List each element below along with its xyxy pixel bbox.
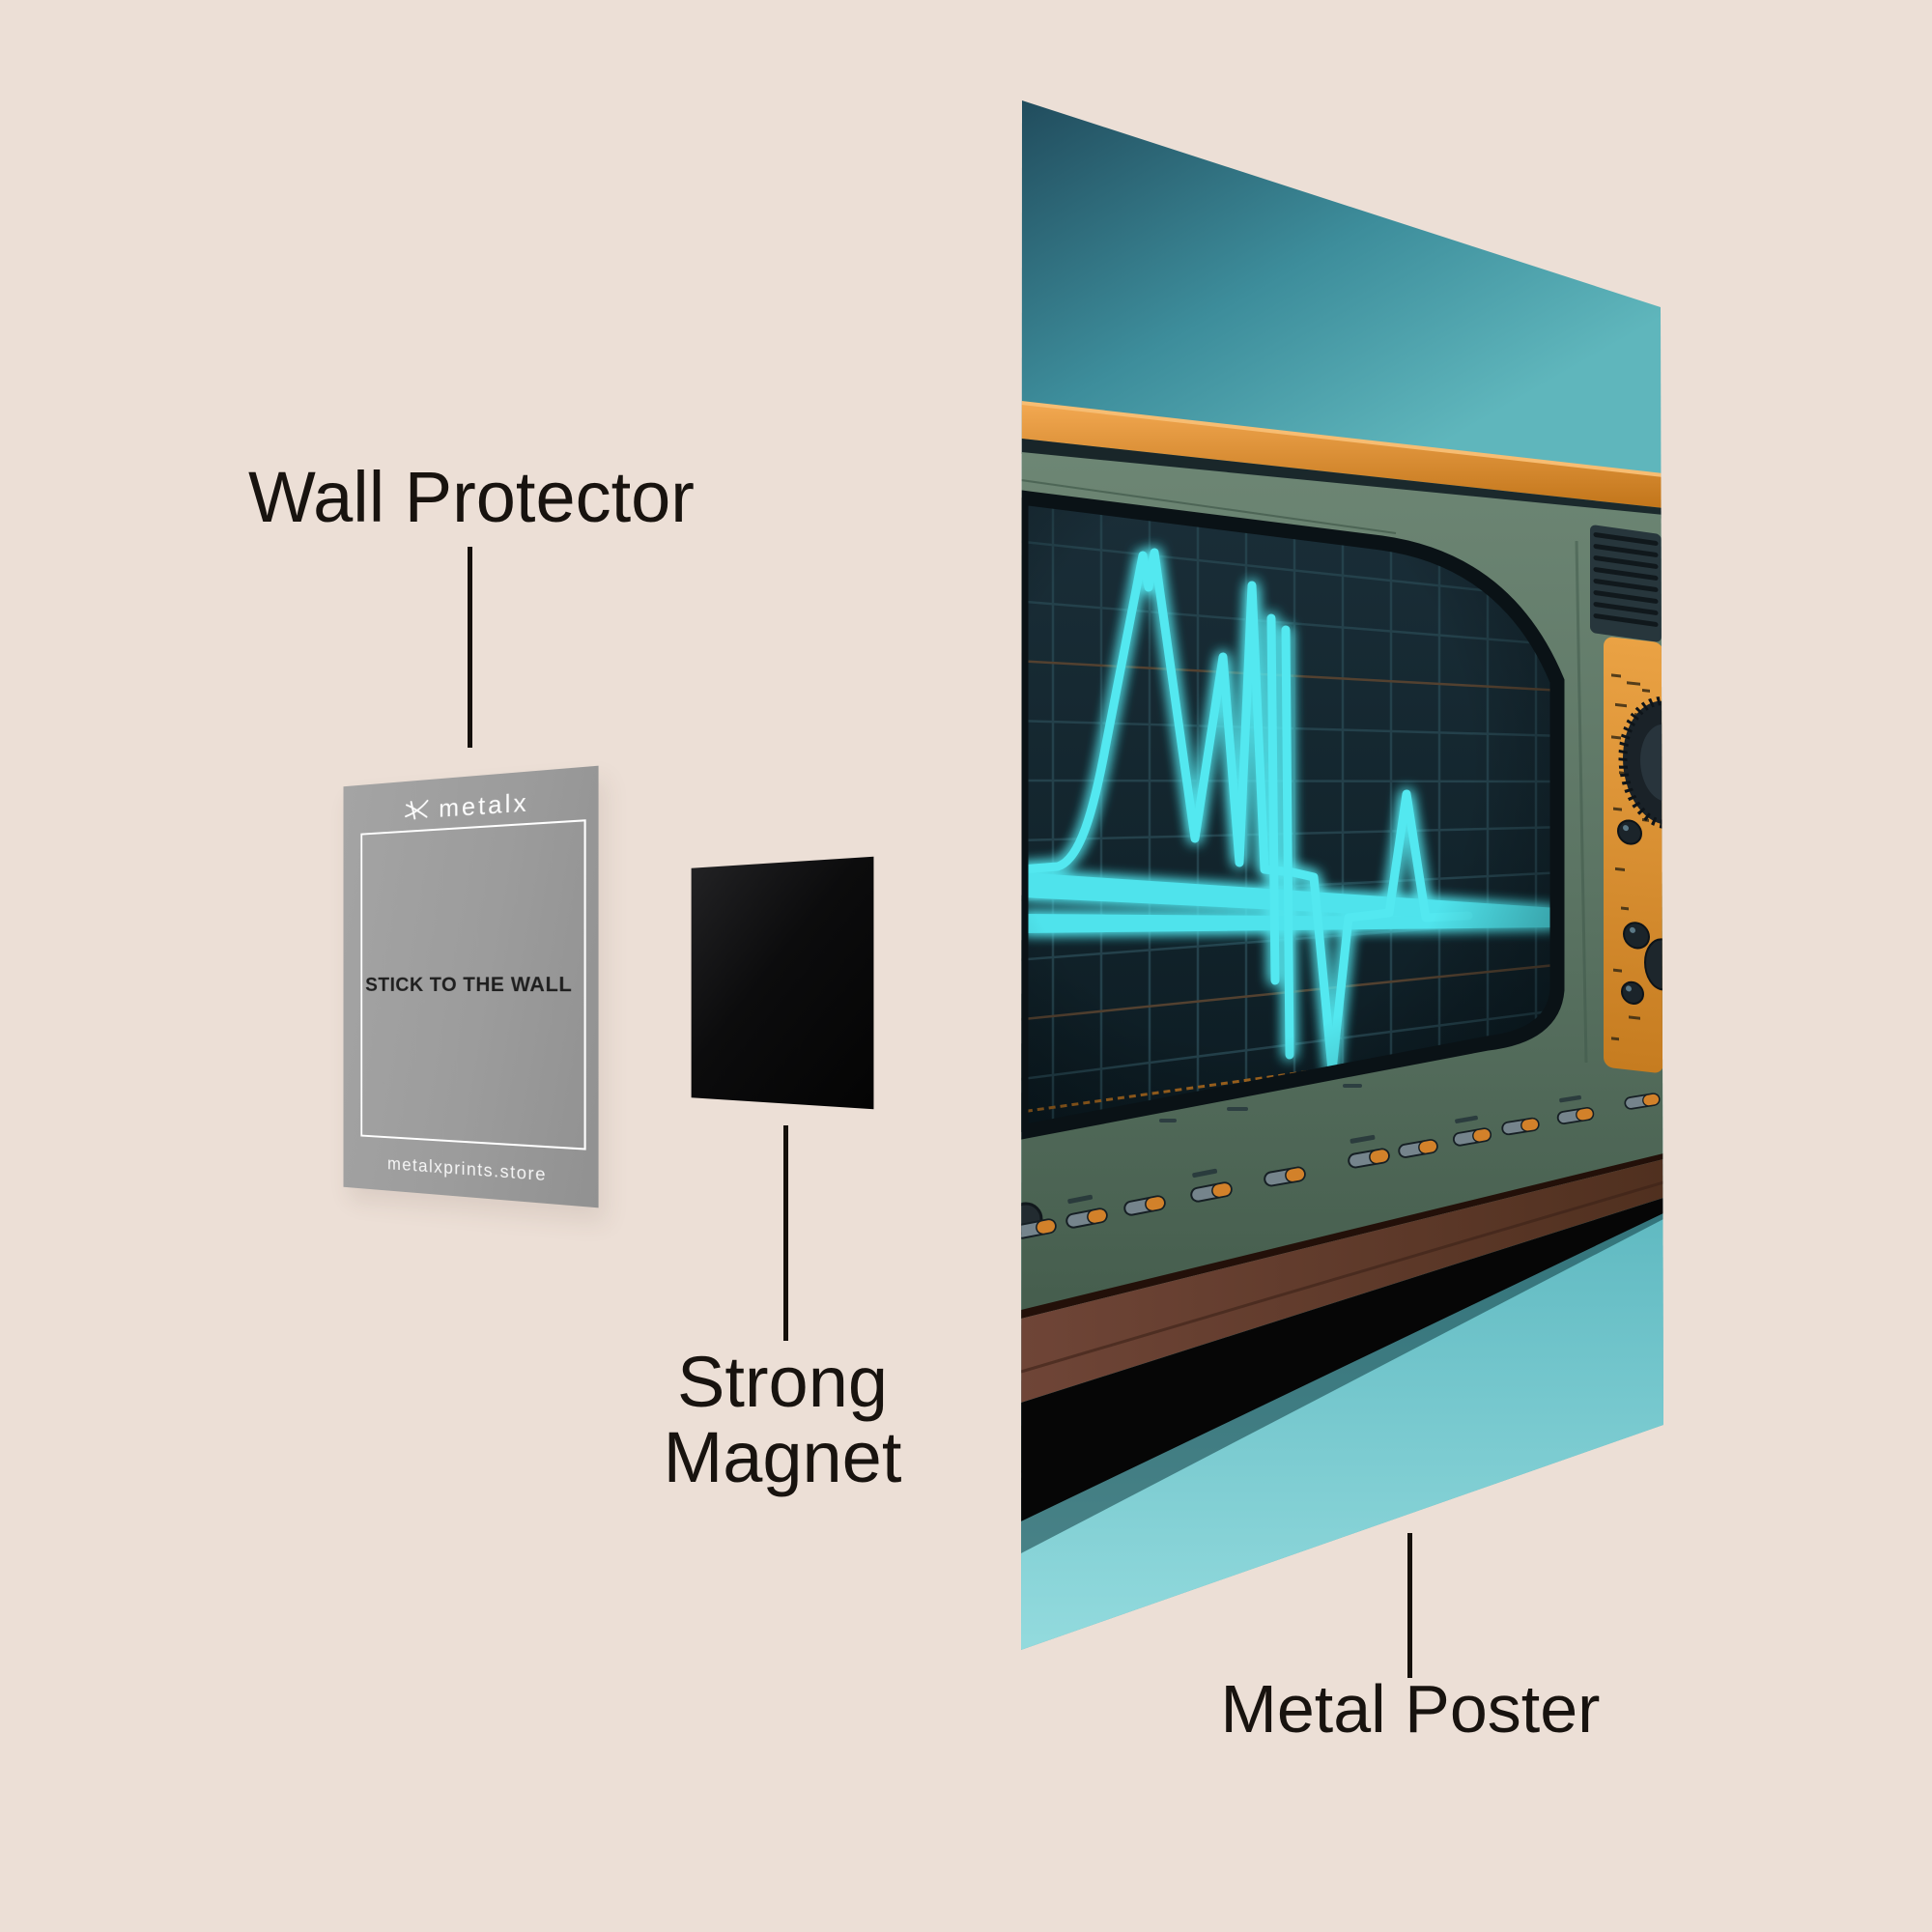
poster-shadow xyxy=(1021,1198,1663,1521)
orange-control-panel xyxy=(1604,637,1663,1073)
toggle-switch xyxy=(1021,1218,1057,1239)
metal-poster-connector-line xyxy=(1407,1533,1412,1678)
toggle-switch xyxy=(1264,1166,1306,1187)
brand-logo-text: metalx xyxy=(439,786,529,823)
wall-protector-label: Wall Protector xyxy=(248,457,695,537)
card-center-text: STICK TO THE WALL xyxy=(365,973,573,997)
toggle-switch xyxy=(1123,1195,1166,1216)
wall-protector-connector-line xyxy=(468,547,472,748)
toggle-switch xyxy=(1624,1093,1661,1110)
poster-orange-stripe xyxy=(1021,401,1663,519)
poster-shelf xyxy=(1021,1153,1663,1403)
toggle-switch xyxy=(1065,1194,1108,1229)
toggle-switch xyxy=(1556,1094,1595,1124)
toggle-switch xyxy=(1501,1117,1540,1136)
toggle-switch xyxy=(1190,1168,1233,1203)
wall-protector-card: metalx STICK TO THE WALL metalxprints.st… xyxy=(343,765,599,1208)
rotary-knob-large xyxy=(1618,696,1663,830)
toggle-switch xyxy=(1398,1139,1438,1158)
poster-tabletop xyxy=(1021,1206,1663,1650)
card-footer-text: metalxprints.store xyxy=(387,1153,548,1185)
poster-oscilloscope-screen xyxy=(1021,489,1565,1142)
strong-magnet-label: Strong Magnet xyxy=(663,1342,902,1498)
vent-grille xyxy=(1590,525,1662,642)
toggle-switch xyxy=(1348,1134,1390,1169)
toggle-switch xyxy=(1452,1115,1492,1147)
metalx-logo-icon xyxy=(403,798,430,823)
magnet-square xyxy=(691,856,874,1110)
strong-magnet-connector-line xyxy=(783,1125,788,1341)
toggle-switch-row xyxy=(1021,1084,1661,1239)
metal-poster-label: Metal Poster xyxy=(1220,1671,1601,1747)
